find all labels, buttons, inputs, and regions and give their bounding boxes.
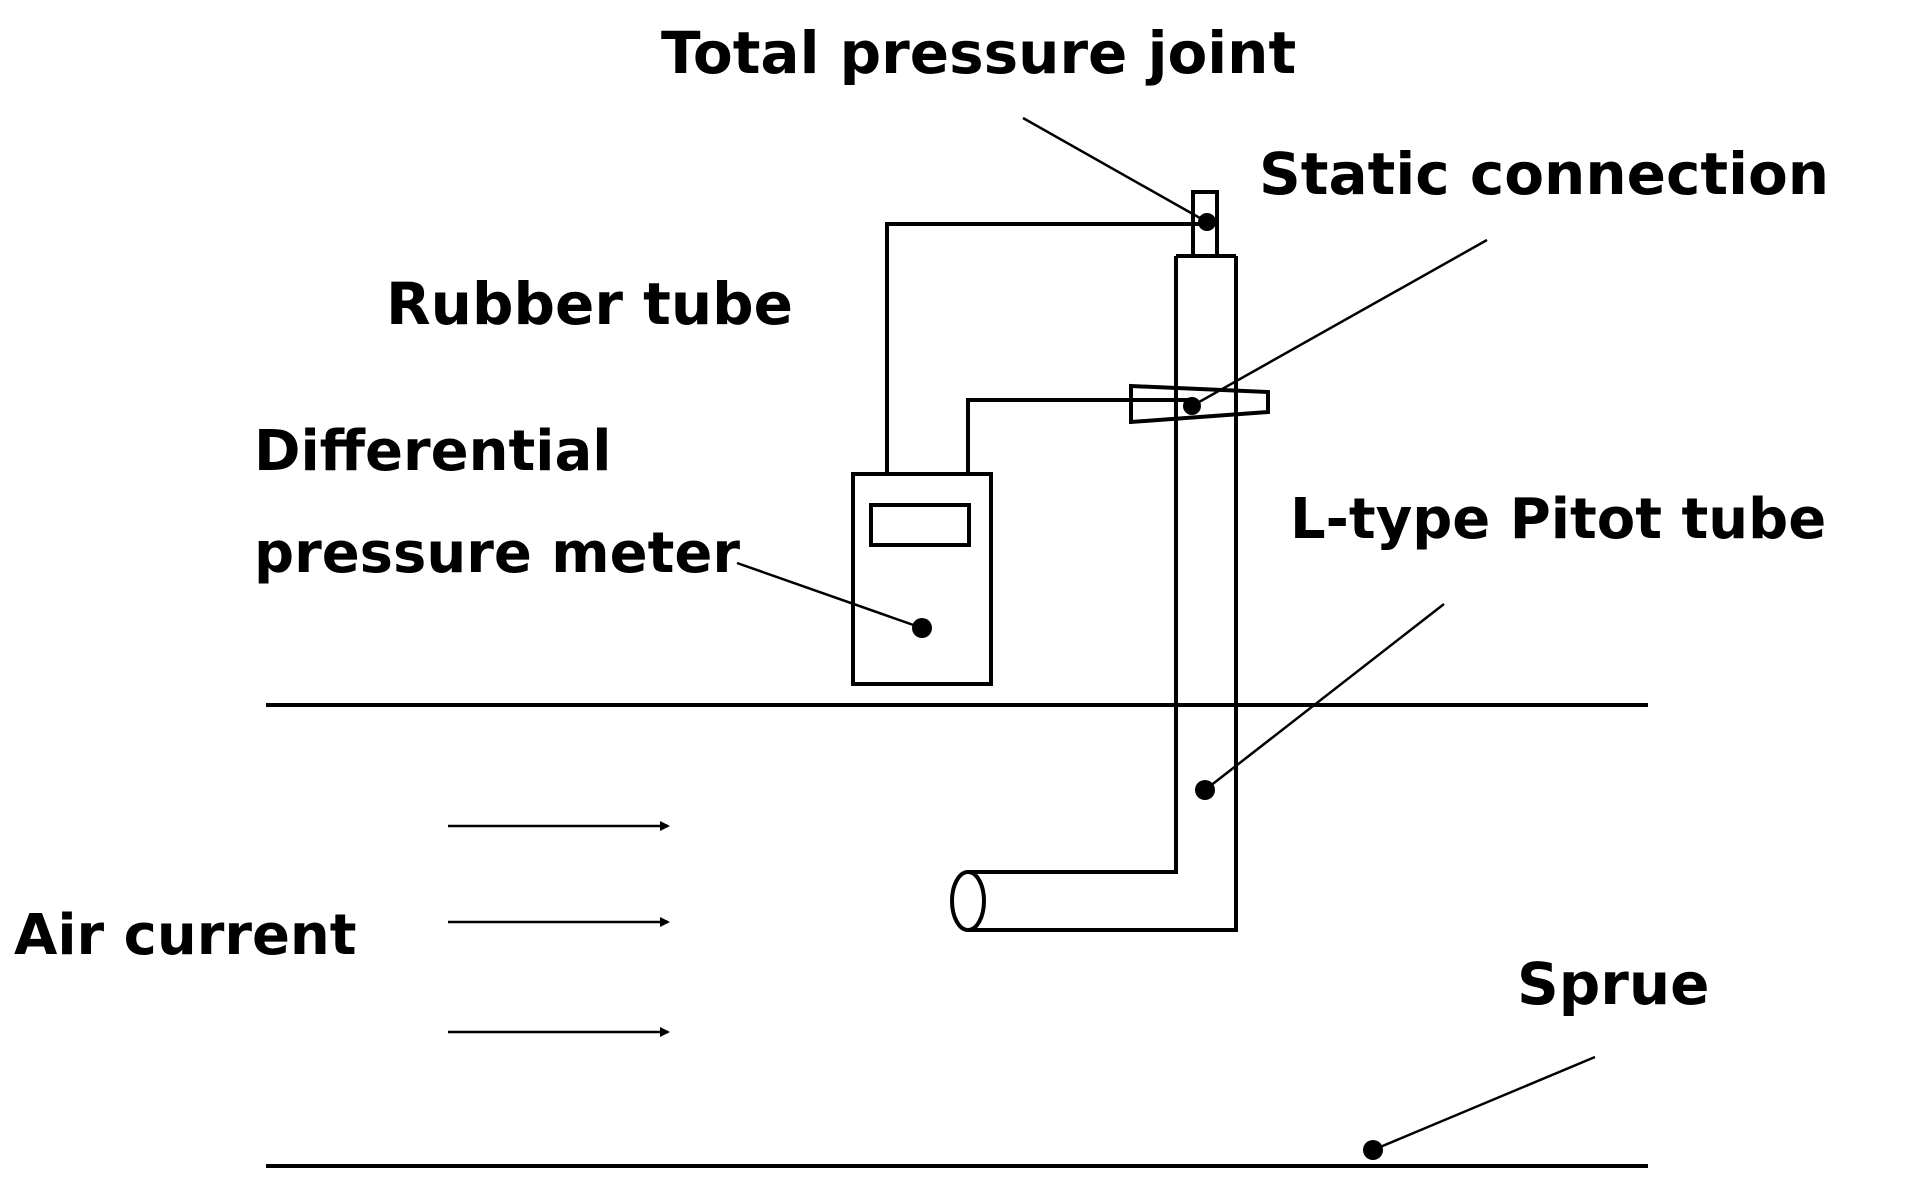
dot-pitot-tube xyxy=(1195,780,1215,800)
leader-static-connection xyxy=(1191,238,1488,408)
label-static-connection: Static connection xyxy=(1259,140,1829,208)
meter-display xyxy=(869,503,971,547)
label-sprue: Sprue xyxy=(1517,950,1710,1018)
differential-pressure-meter xyxy=(851,472,993,686)
leader-sprue xyxy=(1372,1055,1596,1152)
pitot-tube-body xyxy=(968,254,1238,932)
label-differential-line2: pressure meter xyxy=(254,521,740,586)
label-total-pressure-joint: Total pressure joint xyxy=(661,19,1296,87)
label-differential-line1: Differential xyxy=(254,419,611,484)
leader-total-pressure xyxy=(1022,116,1208,224)
leader-differential-meter xyxy=(736,561,923,630)
label-air-current: Air current xyxy=(14,903,357,968)
rubber-tube-total xyxy=(885,222,1207,474)
rubber-tube-static xyxy=(966,398,1190,474)
label-l-type-pitot-tube: L-type Pitot tube xyxy=(1290,487,1826,552)
dot-static-connection xyxy=(1183,397,1201,415)
dot-total-pressure xyxy=(1198,213,1216,231)
label-rubber-tube: Rubber tube xyxy=(386,270,793,338)
dot-differential-meter xyxy=(912,618,932,638)
pitot-tube-inlet xyxy=(950,870,986,932)
leader-pitot-tube xyxy=(1204,603,1445,791)
dot-sprue xyxy=(1363,1140,1383,1160)
